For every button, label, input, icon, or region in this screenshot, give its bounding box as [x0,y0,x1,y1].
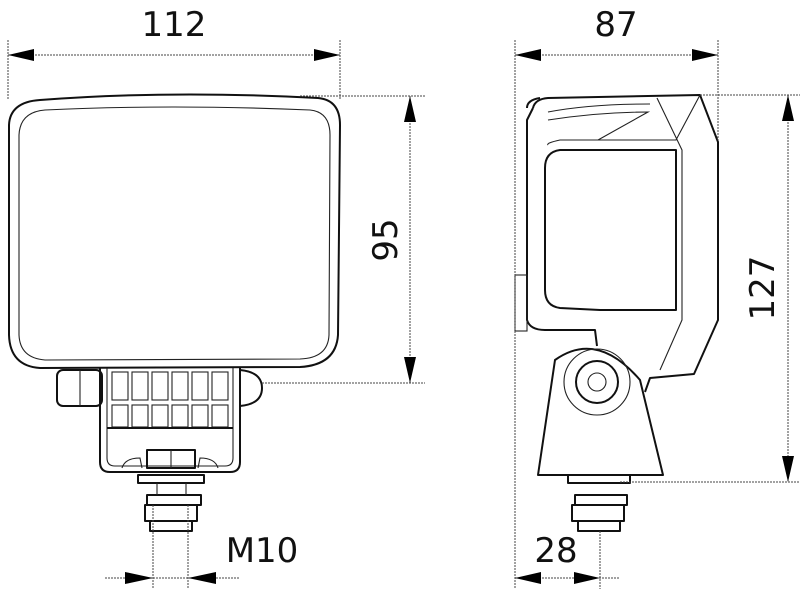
side-lock-washer [574,494,628,506]
side-stud-end [577,520,621,532]
front-view [8,93,341,532]
pivot-bolt [575,360,619,404]
side-lens [544,149,677,311]
side-stud-nut [571,504,625,522]
heatsink-fin [151,404,169,428]
front-washer [137,474,205,484]
front-lock-washer [146,494,202,506]
dimension-height-label: 95 [366,218,406,261]
dimension-thread-label: M10 [226,531,299,571]
heatsink-fin [151,371,169,401]
dimension-depth-label: 87 [594,5,637,45]
heatsink-fin [111,371,129,401]
heatsink-fin [211,371,229,401]
dimension-total-height-label: 127 [743,256,783,321]
heatsink-fin [171,404,189,428]
heatsink-fin [191,404,209,428]
heatsink-fin [211,404,229,428]
heatsink-fins [111,371,229,428]
side-view [514,94,719,532]
heatsink-fin [131,404,149,428]
front-bracket [99,368,241,473]
dimension-lines [7,40,800,589]
front-housing-outline [8,93,341,369]
front-lens [18,106,331,361]
side-housing-outline [532,94,719,393]
side-clip [514,274,528,332]
side-washer [567,474,631,484]
front-stud-end [149,520,193,532]
heatsink-fin [191,371,209,401]
dimension-width-label: 112 [142,5,207,45]
mount-foot [537,347,664,476]
heatsink-fin [131,371,149,401]
right-knob [239,369,263,407]
heatsink-fin [111,404,129,428]
heatsink-fin [171,371,189,401]
dimension-offset-label: 28 [534,531,577,571]
